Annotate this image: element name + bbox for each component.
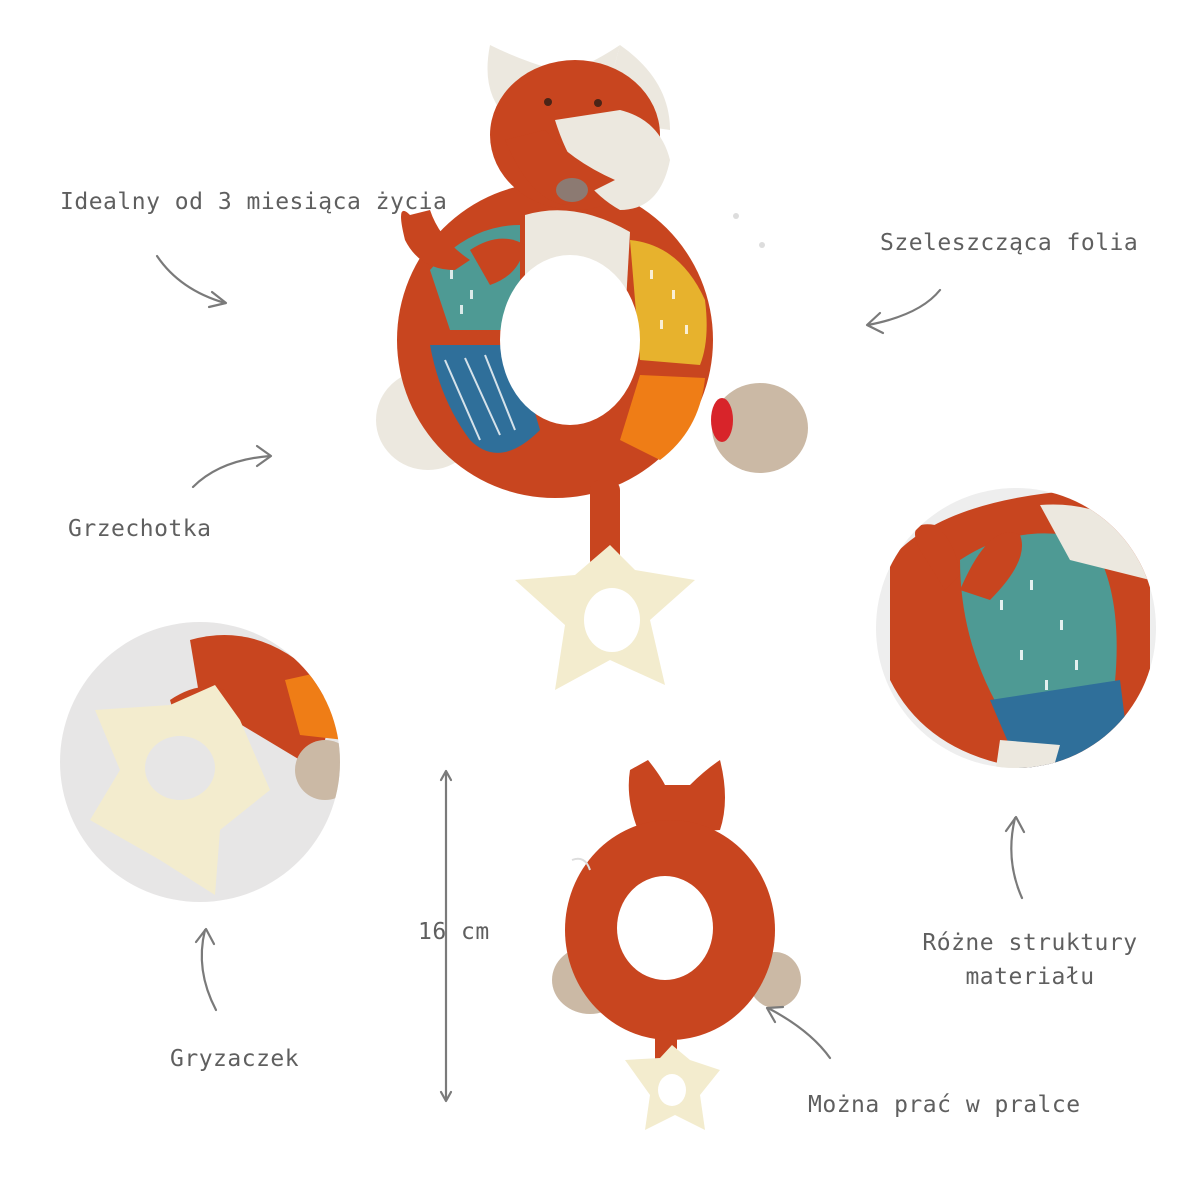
teether-detail-image: [60, 622, 340, 902]
age-label: Idealny od 3 miesiąca życia: [60, 189, 448, 215]
dimension-line-icon: [439, 769, 453, 1103]
arrow-icon: [1004, 815, 1026, 900]
rattle-label: Grzechotka: [68, 516, 212, 542]
arrow-icon: [194, 927, 218, 1012]
teether-label: Gryzaczek: [170, 1046, 300, 1072]
fox-rattle-front-image: [376, 45, 808, 690]
arrow-icon: [191, 444, 273, 489]
textures-label-line1: Różne struktury: [922, 930, 1138, 956]
rustling-foil-label: Szeleszcząca folia: [880, 230, 1139, 256]
textures-label: Różne struktury materiału: [915, 926, 1145, 994]
fox-rattle-back-image: [552, 760, 801, 1130]
textures-label-line2: materiału: [965, 964, 1095, 990]
textures-detail-image: [876, 488, 1156, 768]
size-label: 16 cm: [418, 919, 490, 945]
arrow-icon: [765, 1005, 832, 1060]
arrow-icon: [865, 288, 942, 335]
washable-label: Można prać w pralce: [808, 1092, 1081, 1118]
arrow-icon: [155, 254, 228, 309]
